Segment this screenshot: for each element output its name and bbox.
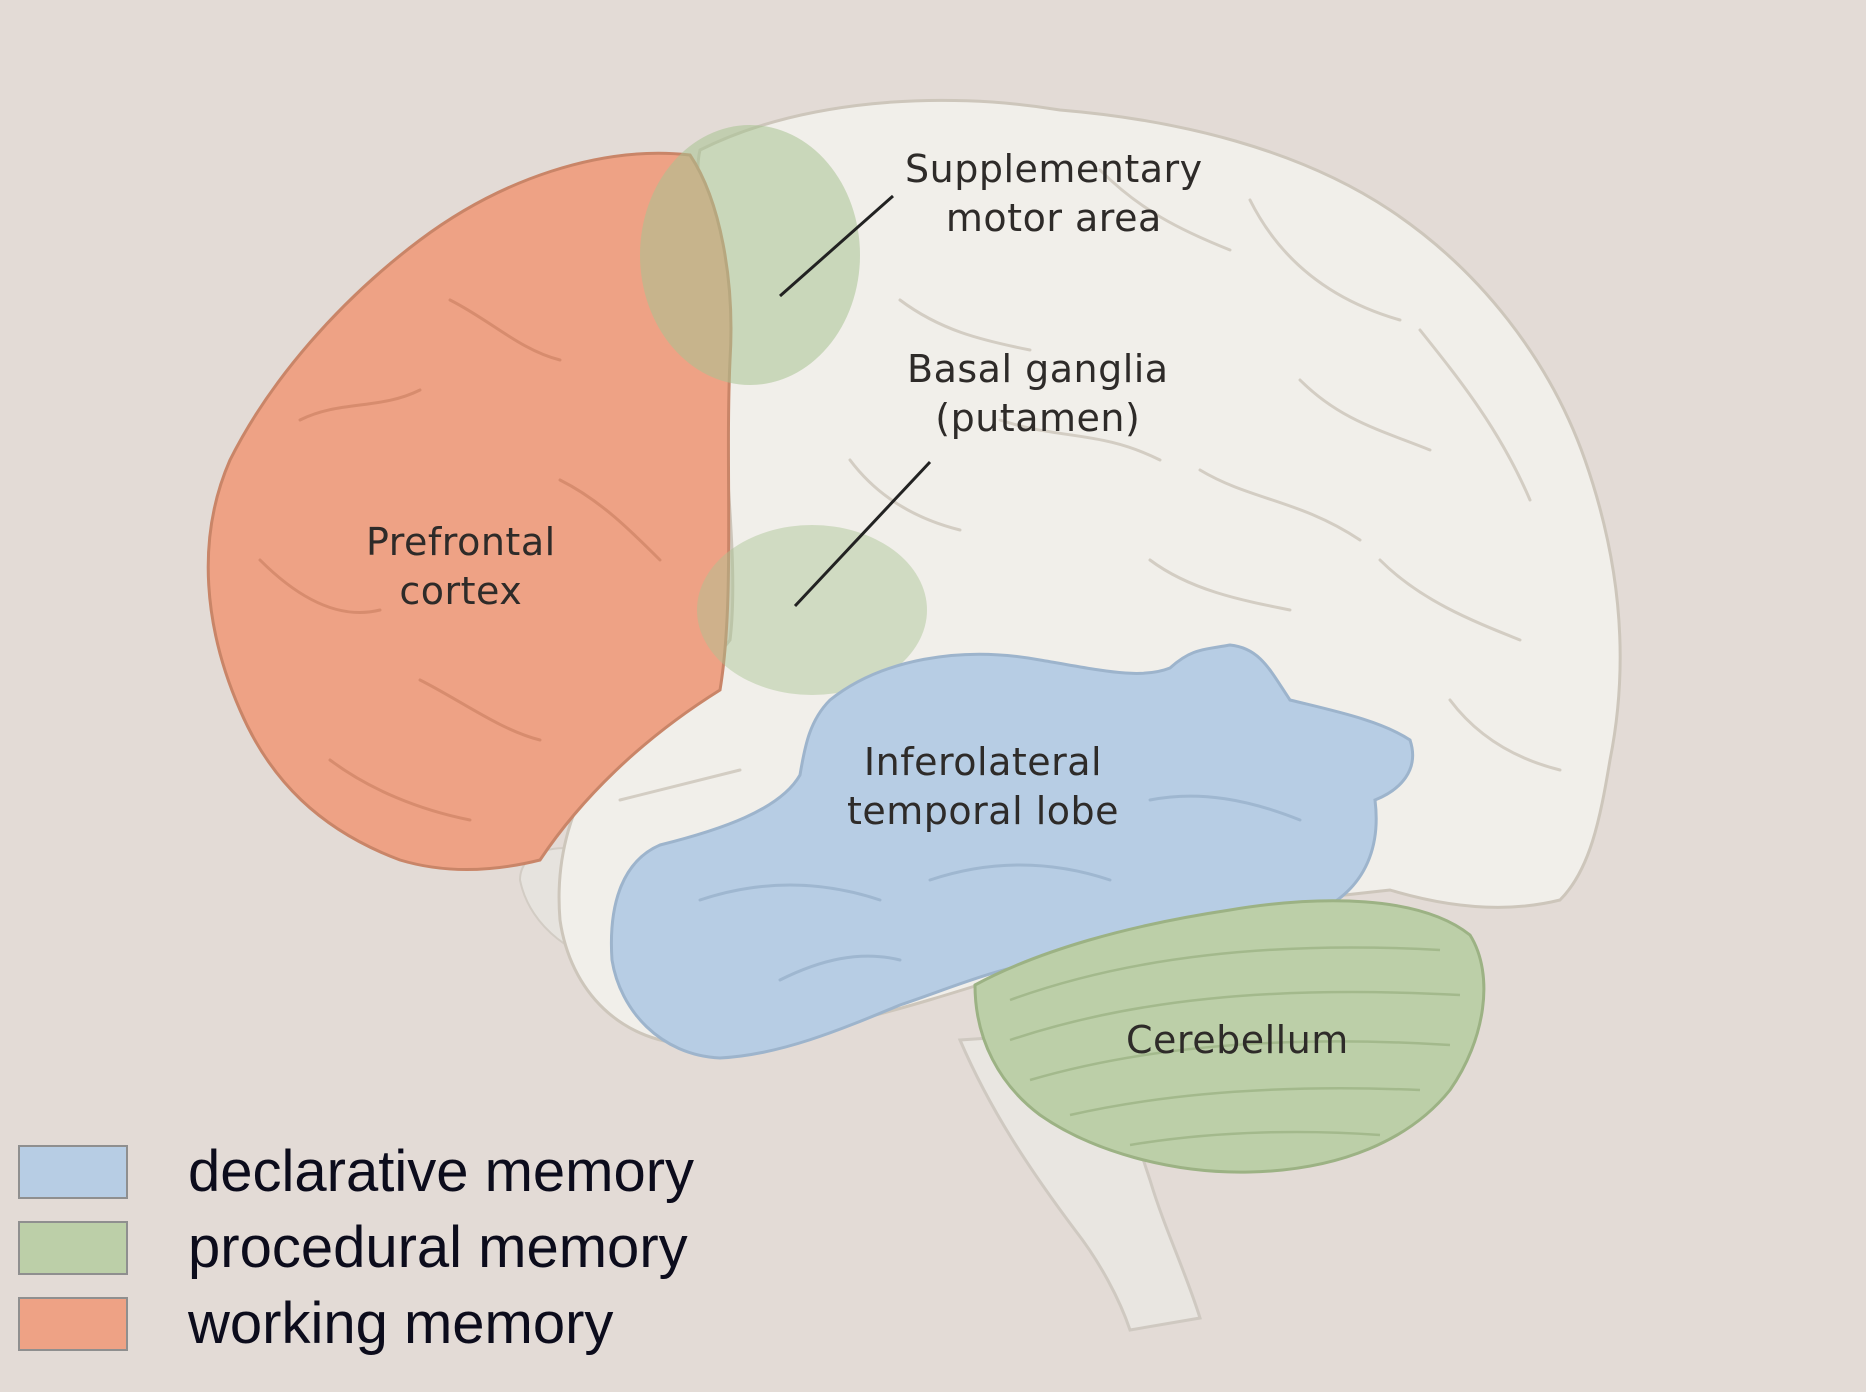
basal-ganglia-leader <box>793 460 932 608</box>
basal-ganglia-label: Basal ganglia (putamen) <box>907 347 1169 440</box>
legend-label-working: working memory <box>188 1291 614 1356</box>
prefrontal-cortex-region <box>206 151 733 871</box>
cerebrum-folds <box>618 168 1562 802</box>
legend-label-procedural: procedural memory <box>188 1215 688 1280</box>
inferolateral-temporal-lobe-label: Inferolateral temporal lobe <box>847 740 1120 833</box>
cerebellum-folds <box>1009 946 1461 1147</box>
prefrontal-folds <box>258 298 662 822</box>
legend-swatch-procedural <box>18 1221 128 1275</box>
cerebellum-label: Cerebellum <box>1126 1018 1349 1062</box>
legend-item-working: working memory <box>18 1291 778 1356</box>
legend-swatch-declarative <box>18 1145 128 1199</box>
legend-label-declarative: declarative memory <box>188 1139 695 1204</box>
legend-swatch-working <box>18 1297 128 1351</box>
basal-ganglia-region <box>697 525 927 695</box>
supplementary-motor-area-label: Supplementary motor area <box>905 147 1203 240</box>
legend-item-procedural: procedural memory <box>18 1215 778 1280</box>
legend-item-declarative: declarative memory <box>18 1139 778 1204</box>
cerebellum-region <box>973 899 1486 1174</box>
prefrontal-cortex-label: Prefrontal cortex <box>366 520 556 613</box>
supplementary-motor-area-leader <box>779 194 894 298</box>
supplementary-motor-area-region <box>640 125 860 385</box>
temporal-folds <box>698 794 1302 982</box>
